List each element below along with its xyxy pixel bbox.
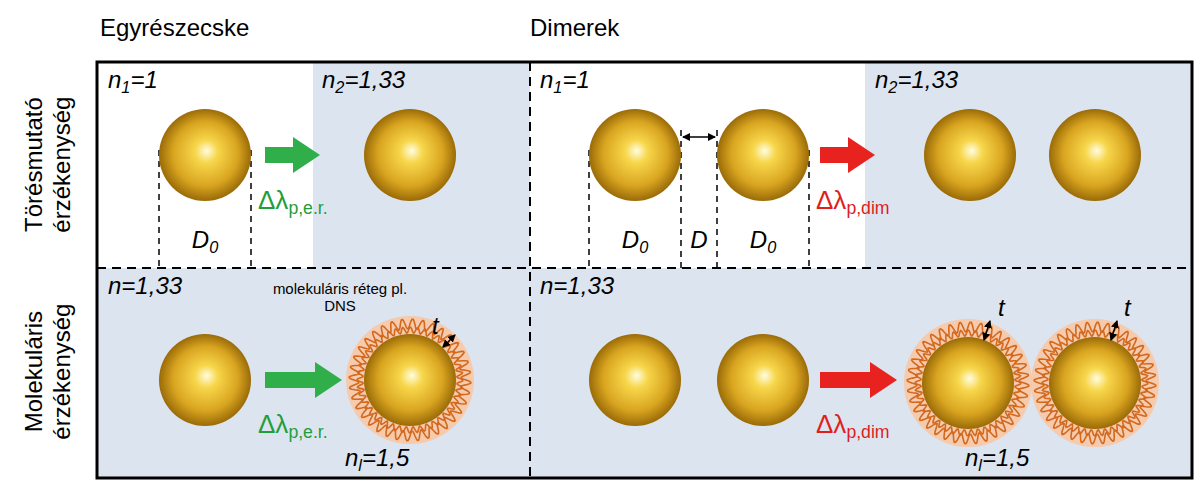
molecule-strand <box>1042 330 1148 436</box>
molecular-layer <box>346 316 1159 447</box>
water-region <box>865 62 1192 268</box>
refractive-index: n=1,33 <box>108 272 182 300</box>
layer-note: molekuláris réteg pl. DNS <box>270 280 410 315</box>
red-arrow <box>820 137 875 173</box>
molecule-strand <box>1034 322 1155 443</box>
column-heading: Dimerek <box>530 14 619 42</box>
green-arrow <box>265 137 320 173</box>
dimension-lines <box>159 130 809 268</box>
thickness-label: t <box>998 294 1005 322</box>
layer-index: nl=1,5 <box>345 444 409 475</box>
thickness-arrow <box>443 321 1117 347</box>
refractive-index: n2=1,33 <box>875 66 958 97</box>
molecule-strand <box>907 322 1028 443</box>
separator <box>529 62 531 478</box>
water-region <box>97 268 1192 478</box>
frame <box>97 62 1192 478</box>
molecule-strand <box>915 330 1021 436</box>
molecule-strand <box>349 319 470 440</box>
gold-nanoparticle <box>159 109 1141 429</box>
gap-arrow <box>683 136 715 138</box>
diameter-label: D0 <box>750 226 776 257</box>
shift-label: Δλp,dim <box>816 410 890 443</box>
molecule-strand <box>357 327 463 433</box>
refractive-index: n2=1,33 <box>322 66 405 97</box>
row-heading: Molekuláris érzékenység <box>20 262 75 482</box>
gap-label: D <box>690 226 707 254</box>
shift-label: Δλp,e.r. <box>258 186 328 219</box>
green-arrow <box>265 362 342 398</box>
row-heading: Törésmutató érzékenység <box>20 55 75 275</box>
thickness-label: t <box>1124 294 1131 322</box>
layer-index: nl=1,5 <box>965 444 1029 475</box>
refractive-index: n1=1 <box>540 66 590 97</box>
diameter-label: D0 <box>622 226 648 257</box>
thickness-label: t <box>432 312 439 340</box>
diameter-label: D0 <box>192 226 218 257</box>
refractive-index: n1=1 <box>108 66 158 97</box>
column-heading: Egyrészecske <box>100 14 249 42</box>
shift-label: Δλp,e.r. <box>258 410 328 443</box>
red-arrow <box>820 362 897 398</box>
water-region <box>313 62 530 268</box>
separator <box>97 267 1192 269</box>
shift-label: Δλp,dim <box>816 186 890 219</box>
refractive-index: n=1,33 <box>540 272 614 300</box>
